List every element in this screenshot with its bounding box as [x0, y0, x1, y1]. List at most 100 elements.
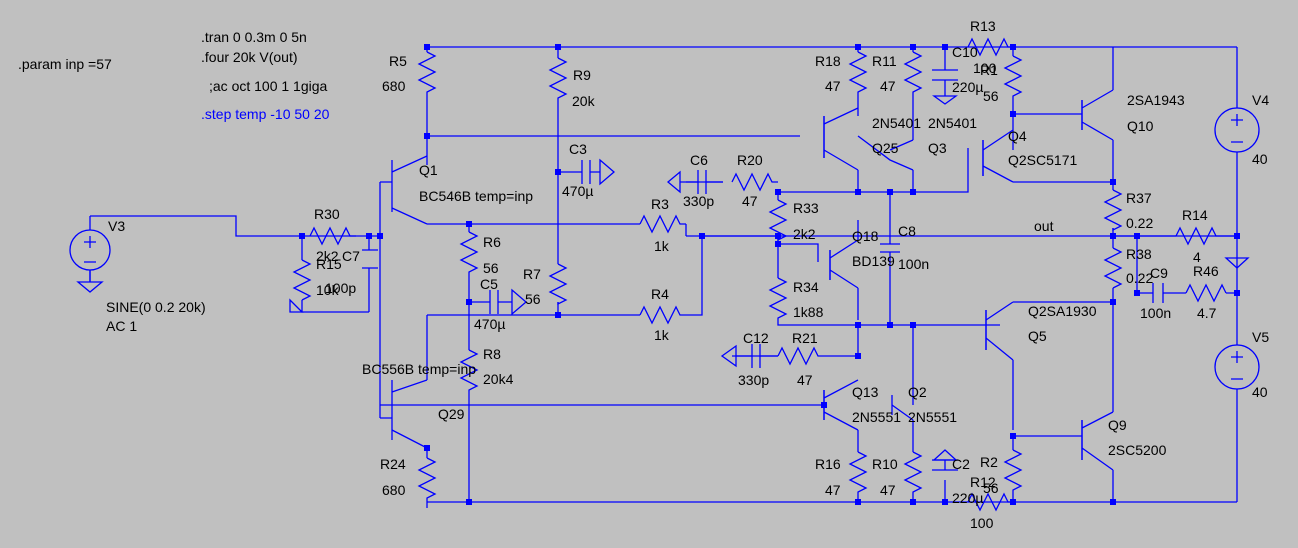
label-R6-name: R6 [483, 234, 501, 250]
resistor-R13[interactable] [967, 37, 1013, 57]
label-V5-name: V5 [1252, 329, 1269, 345]
source-V4[interactable] [1214, 107, 1260, 153]
four-directive[interactable]: .four 20k V(out) [201, 49, 298, 65]
label-Q1-name: Q1 [419, 162, 438, 178]
source-V5[interactable] [1214, 344, 1260, 390]
capacitor-C8[interactable] [880, 243, 900, 253]
resistor-R11[interactable] [903, 51, 923, 106]
step-directive[interactable]: .step temp -10 50 20 [201, 106, 330, 122]
label-Q18-name: Q18 [852, 228, 879, 244]
label-R5-value: 680 [382, 78, 406, 94]
source-V3[interactable] [69, 216, 111, 282]
resistor-R6[interactable] [459, 231, 479, 278]
label-Q5-name: Q5 [1028, 328, 1047, 344]
tran-directive[interactable]: .tran 0 0.3m 0 5n [201, 29, 307, 45]
resistor-R15[interactable] [292, 259, 312, 301]
ground-icon [1224, 257, 1250, 269]
resistor-R10[interactable] [903, 451, 923, 500]
resistor-R7[interactable] [548, 263, 568, 306]
transistor-Q29[interactable] [380, 380, 393, 440]
capacitor-labels: C10 220µ C3 470µ C6 330p C7 100p C8 100n… [325, 44, 1171, 506]
label-C6-name: C6 [690, 152, 708, 168]
param-directive[interactable]: .param inp =57 [18, 56, 112, 72]
resistor-R20[interactable] [731, 172, 778, 192]
label-Q2-name: Q2 [908, 384, 927, 400]
transistor-Q1[interactable] [380, 155, 428, 212]
capacitor-C6[interactable] [666, 170, 723, 194]
label-C8-name: C8 [898, 223, 916, 239]
capacitor-C9[interactable] [1152, 283, 1164, 303]
ac-comment[interactable]: ;ac oct 100 1 1giga [209, 78, 328, 94]
capacitor-C3[interactable] [577, 158, 615, 186]
label-R21-value: 47 [797, 372, 813, 388]
label-R4-value: 1k [654, 327, 670, 343]
label-R37-name: R37 [1126, 190, 1152, 206]
label-Q9-model: 2SC5200 [1108, 442, 1167, 458]
label-R11-value: 47 [880, 78, 896, 94]
label-R33-name: R33 [793, 200, 819, 216]
label-R14-name: R14 [1182, 207, 1208, 223]
resistor-R4[interactable] [639, 305, 686, 325]
label-C2-value: 220µ [952, 490, 983, 506]
resistor-R16[interactable] [848, 451, 868, 500]
label-R16-value: 47 [825, 482, 841, 498]
ground-icon [932, 449, 958, 461]
resistor-R38[interactable] [1103, 247, 1123, 289]
resistor-R5[interactable] [417, 51, 437, 94]
resistor-R24[interactable] [417, 457, 437, 500]
label-R12-name: R12 [970, 474, 996, 490]
resistor-R9[interactable] [548, 57, 568, 108]
label-R14-value: 4 [1193, 249, 1201, 265]
resistor-R30[interactable] [309, 226, 356, 246]
label-V3-spec: SINE(0 0.2 20k) [106, 299, 206, 315]
label-R4-name: R4 [651, 286, 669, 302]
resistor-R8[interactable] [459, 349, 479, 392]
capacitor-C5[interactable] [485, 288, 527, 316]
transistor-Q3[interactable] [889, 139, 914, 151]
label-R13-name: R13 [970, 18, 996, 34]
capacitor-C10[interactable] [932, 69, 958, 81]
resistor-labels: R5 680 R9 20k R18 47 R11 47 R13 100 R1 5… [314, 18, 1219, 531]
label-R24-name: R24 [380, 456, 406, 472]
label-Q25-name: Q25 [872, 140, 899, 156]
label-R7-value: 56 [525, 291, 541, 307]
label-R15-value: 10k [316, 282, 340, 298]
label-R13-value: 100 [973, 60, 997, 76]
label-V4-name: V4 [1252, 92, 1269, 108]
resistor-R37[interactable] [1103, 189, 1123, 232]
resistor-R46[interactable] [1185, 283, 1227, 303]
label-C9-name: C9 [1150, 265, 1168, 281]
resistor-R14[interactable] [1175, 226, 1226, 246]
resistor-R1[interactable] [1003, 55, 1023, 100]
capacitor-C12[interactable] [720, 344, 778, 368]
label-Q13-name: Q13 [852, 384, 879, 400]
resistor-R3[interactable] [639, 214, 686, 234]
label-R37-value: 0.22 [1126, 215, 1153, 231]
ground-icon [932, 95, 958, 105]
label-R6-value: 56 [483, 260, 499, 276]
label-R1-value: 56 [983, 88, 999, 104]
label-C5-name: C5 [480, 276, 498, 292]
label-Q10-name: Q10 [1127, 118, 1154, 134]
resistors [292, 37, 1227, 512]
label-C6-value: 330p [683, 193, 714, 209]
label-Q5-model: Q2SA1930 [1028, 303, 1097, 319]
resistor-R2[interactable] [1003, 449, 1023, 494]
resistor-R33[interactable] [768, 199, 788, 242]
resistor-R34[interactable] [768, 277, 788, 320]
resistor-R12[interactable] [967, 492, 1013, 512]
label-Q29-model: BC556B temp=inp [362, 361, 476, 377]
label-Q9-name: Q9 [1108, 417, 1127, 433]
label-C12-value: 330p [738, 372, 769, 388]
capacitor-C7[interactable] [362, 236, 378, 312]
directives: .param inp =57 .tran 0 0.3m 0 5n .four 2… [18, 29, 330, 122]
label-R2-name: R2 [980, 454, 998, 470]
label-V3-name: V3 [108, 218, 125, 234]
label-Q4-name: Q4 [1008, 128, 1027, 144]
label-R12-value: 100 [970, 515, 994, 531]
resistor-R21[interactable] [777, 346, 823, 366]
label-Q3-model: 2N5401 [928, 115, 977, 131]
resistor-R18[interactable] [848, 51, 868, 106]
label-R18-name: R18 [815, 53, 841, 69]
